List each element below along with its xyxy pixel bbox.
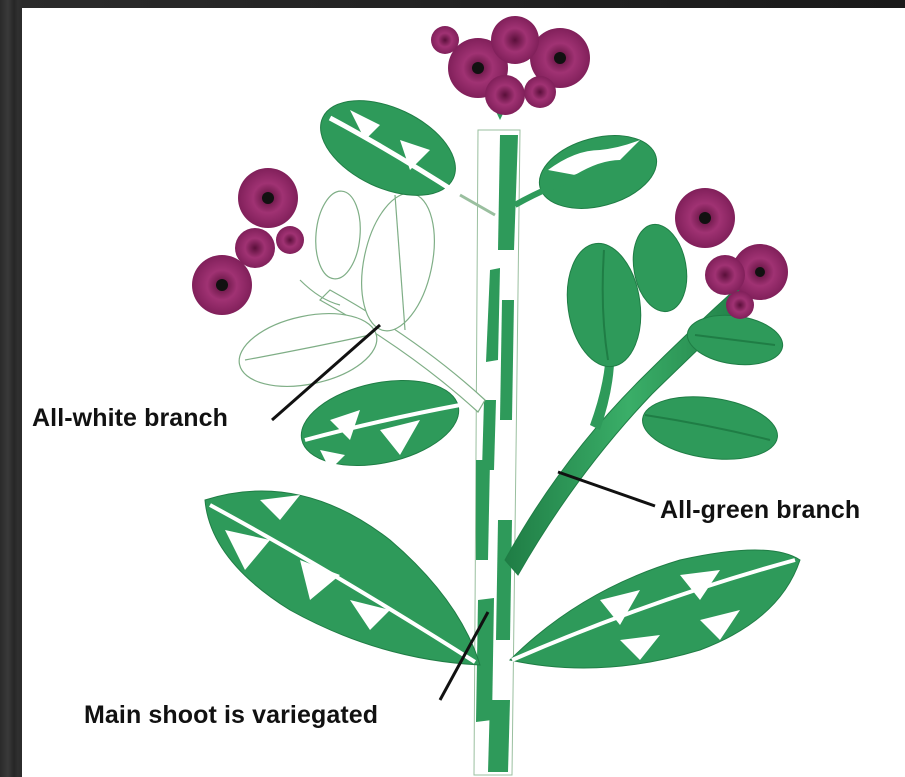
label-main-shoot: Main shoot is variegated xyxy=(84,701,378,730)
flower-cluster-top xyxy=(431,16,590,120)
flower-cluster-right xyxy=(675,188,788,319)
flower-cluster-left xyxy=(192,168,304,315)
main-shoot xyxy=(474,130,520,775)
label-all-green-branch: All-green branch xyxy=(660,496,860,525)
label-all-white-branch: All-white branch xyxy=(32,404,228,433)
